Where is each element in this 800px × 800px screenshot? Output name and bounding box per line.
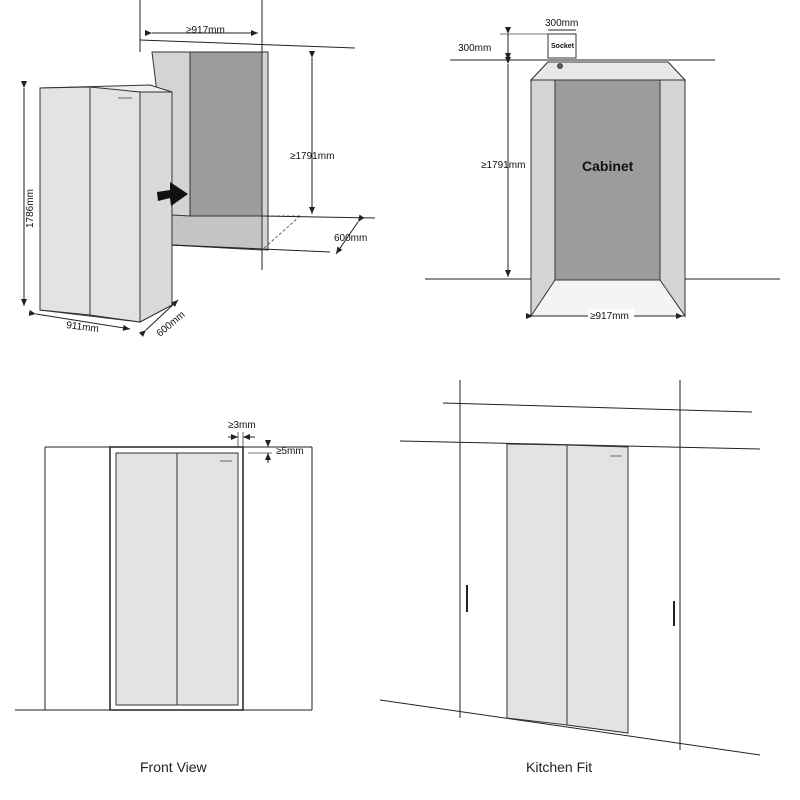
cabinet-width-label-bg [588, 309, 634, 321]
socket-icon [547, 33, 577, 59]
cabinet-top [529, 61, 687, 81]
cabinet-label: Cabinet [582, 158, 634, 174]
front-right-door [176, 452, 239, 706]
fridge-depth-dim-line [138, 299, 179, 337]
floor-line-back [261, 215, 376, 219]
niche-depth-dash-2 [261, 215, 301, 251]
cabinet-height-label: ≥1791mm [481, 160, 525, 171]
niche-depth-label: 600mm [334, 233, 367, 244]
niche-top-wall [139, 39, 356, 49]
cabinet-panel: Cabinet Socket 300mm 300mm ≥1791mm ≥917m… [425, 18, 780, 322]
socket-height-label: 300mm [458, 43, 491, 54]
kitchen-fit-caption: Kitchen Fit [526, 759, 592, 775]
fridge-side [139, 91, 173, 323]
niche-depth-dim-line [335, 214, 365, 255]
fridge-width-dim-line [28, 309, 131, 331]
front-niche-outline [109, 446, 244, 711]
push-arrow-icon [157, 182, 188, 206]
install-panel: ≥917mm ≥1791mm 600mm 1786mm 911mm 600mm [21, 0, 376, 339]
cabinet-width-label: ≥917mm [590, 311, 629, 322]
niche-back-wall [189, 51, 263, 217]
cabinet-left-side [530, 79, 556, 318]
niche-width-label: ≥917mm [186, 25, 225, 36]
cabinet-back-wall [554, 79, 661, 281]
fridge-perspective [39, 84, 173, 323]
kitchen-ceiling-line [442, 402, 753, 413]
fridge-width-label: 911mm [66, 320, 100, 335]
kitchen-fit-panel: Kitchen Fit [379, 380, 761, 775]
cable-hole-icon [557, 63, 563, 69]
front-left-door [115, 452, 178, 706]
floor-line-front [171, 244, 331, 253]
socket-label: Socket [551, 43, 575, 50]
kitchen-left-door [506, 443, 568, 726]
fridge-depth-label: 600mm [155, 309, 188, 339]
kitchen-right-door [566, 444, 629, 734]
niche-height-label: ≥1791mm [290, 151, 334, 162]
top-gap-label: ≥5mm [276, 446, 304, 457]
front-view-panel: ≥3mm ≥5mm Front View [15, 420, 313, 775]
cabinet-right-side [659, 79, 686, 318]
front-view-caption: Front View [140, 759, 208, 775]
fridge-height-label: 1786mm [25, 189, 36, 228]
fridge-left-door [39, 86, 91, 316]
kitchen-floor-line [379, 699, 761, 756]
fridge-right-door [89, 86, 141, 323]
socket-width-label: 300mm [545, 18, 578, 29]
niche-floor [171, 214, 263, 251]
side-gap-label: ≥3mm [228, 420, 256, 431]
